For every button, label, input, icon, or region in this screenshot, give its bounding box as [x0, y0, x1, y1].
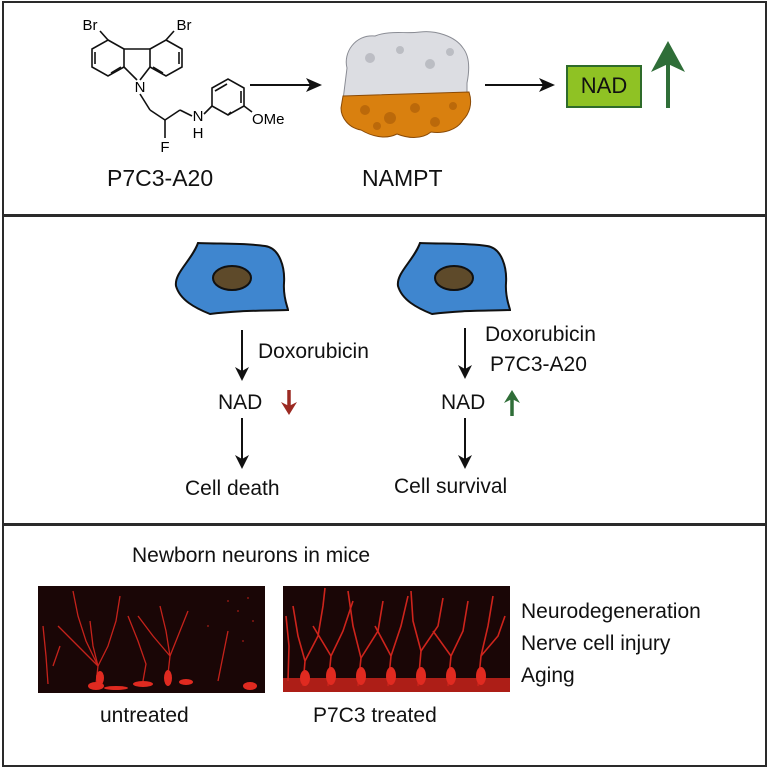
- condition-item-0: Neurodegeneration: [521, 600, 701, 623]
- panel-divider-top: [2, 214, 765, 217]
- caption-treated: P7C3 treated: [313, 704, 437, 727]
- cell-left: [174, 241, 290, 316]
- benzene-ring-aniline: [211, 78, 245, 116]
- arrow-right-treatment: [458, 328, 472, 379]
- atom-n-amine: N: [193, 108, 204, 125]
- neuron-image-treated: [283, 586, 510, 692]
- left-treatment-label: Doxorubicin: [258, 340, 369, 363]
- atom-br-right: Br: [177, 17, 192, 34]
- right-treatment-label-2: P7C3-A20: [490, 353, 587, 376]
- arrow-enzyme-to-nad: [485, 78, 555, 92]
- nucleus-right: [434, 265, 474, 291]
- nampt-protein: [340, 31, 472, 138]
- atom-methoxy: OMe: [252, 111, 285, 128]
- arrow-right-outcome: [458, 418, 472, 469]
- cell-right: [396, 241, 512, 316]
- nad-box-label: NAD: [580, 73, 628, 98]
- condition-item-2: Aging: [521, 664, 575, 687]
- arrow-left-outcome: [235, 418, 249, 469]
- panel-divider-bottom: [2, 523, 765, 526]
- benzene-ring-left: [91, 39, 125, 77]
- neuron-stain-untreated: [42, 590, 257, 690]
- nad-increase-arrow-icon: [651, 41, 685, 108]
- atom-br-left: Br: [83, 17, 98, 34]
- arrow-compound-to-enzyme: [250, 78, 322, 92]
- bottom-panel-title: Newborn neurons in mice: [132, 544, 371, 567]
- left-outcome-label: Cell death: [185, 477, 280, 500]
- nad-box: NAD: [566, 65, 642, 108]
- atom-n-ring: N: [135, 79, 146, 96]
- condition-item-1: Nerve cell injury: [521, 632, 671, 655]
- atom-fluorine: F: [160, 139, 169, 156]
- nad-increase-small-arrow-icon: [504, 390, 520, 416]
- neuron-stain-treated: [283, 587, 510, 692]
- nad-decrease-arrow-icon: [281, 390, 297, 415]
- enzyme-label: NAMPT: [362, 165, 443, 191]
- atom-h-amine: H: [193, 125, 204, 142]
- right-outcome-label: Cell survival: [394, 475, 508, 498]
- neuron-image-untreated: [38, 586, 265, 693]
- nucleus-left: [212, 265, 252, 291]
- compound-structure: Br Br N F N H OMe: [83, 17, 285, 156]
- arrow-left-treatment: [235, 330, 249, 381]
- left-nad-label: NAD: [218, 391, 263, 414]
- right-treatment-label-1: Doxorubicin: [485, 323, 596, 346]
- benzene-ring-right: [149, 39, 183, 77]
- caption-untreated: untreated: [100, 704, 189, 727]
- right-nad-label: NAD: [441, 391, 486, 414]
- compound-label: P7C3-A20: [107, 165, 214, 191]
